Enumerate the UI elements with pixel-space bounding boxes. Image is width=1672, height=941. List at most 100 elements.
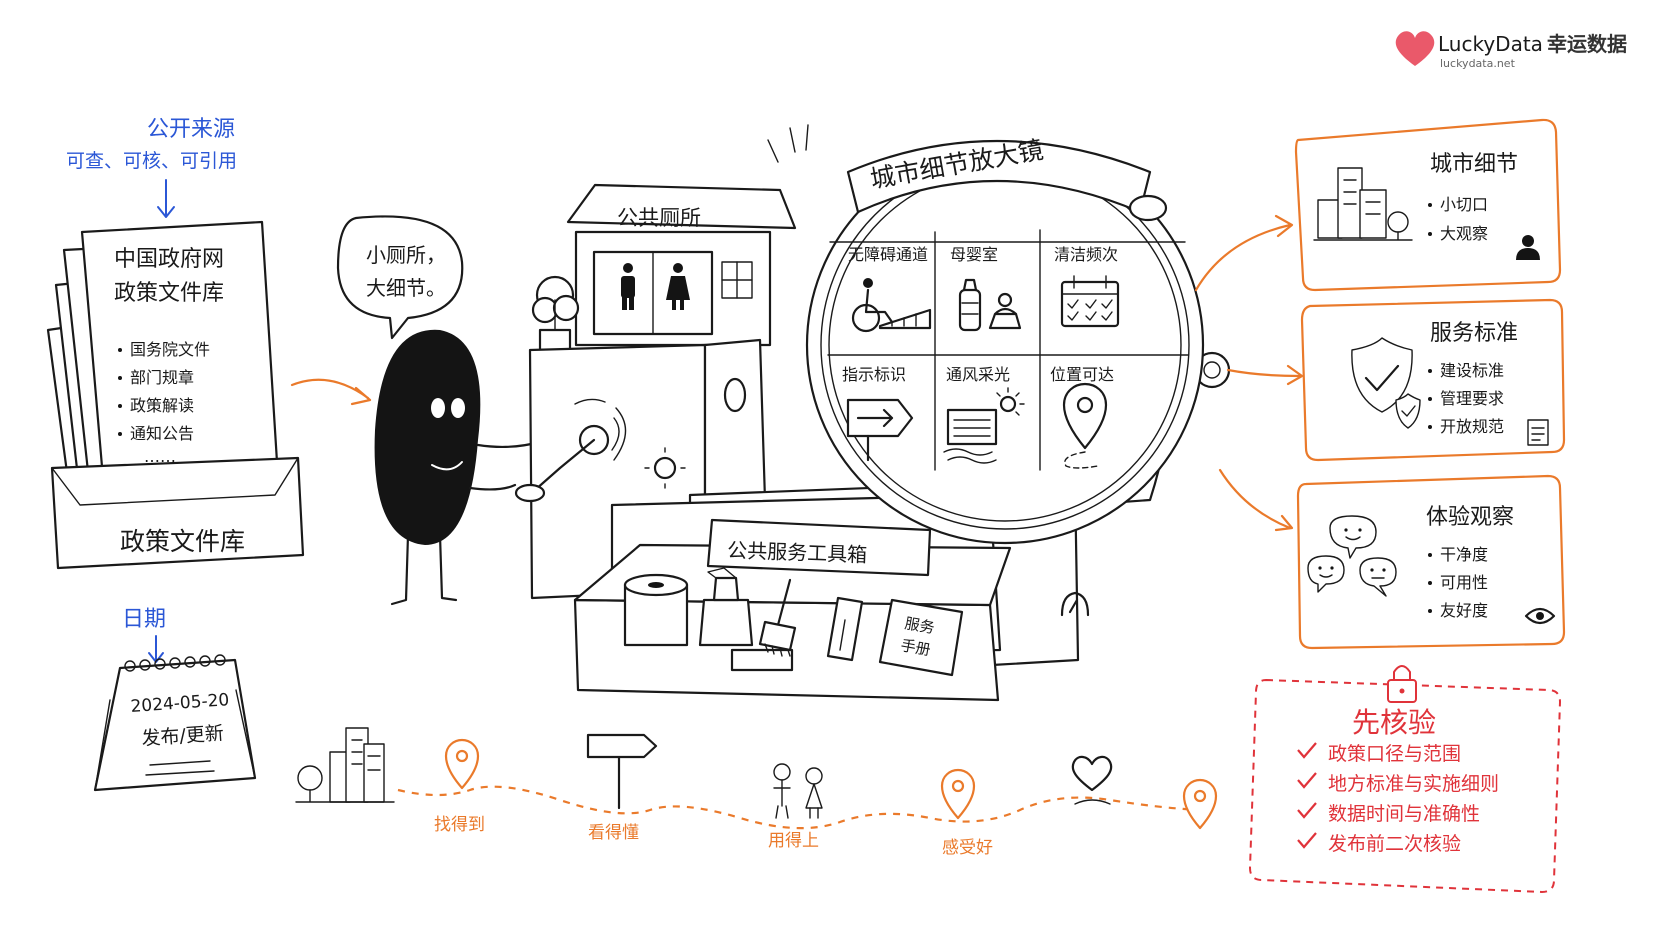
card-title: 服务标准 — [1430, 321, 1518, 346]
card-item: 大观察 — [1440, 224, 1488, 243]
verify-item: 发布前二次核验 — [1328, 833, 1461, 855]
down-arrow-icon — [148, 635, 164, 663]
source-annotation: 公开来源 可查、可核、可引用 — [66, 117, 237, 218]
lock-icon — [1387, 665, 1417, 703]
card-item: 友好度 — [1440, 601, 1488, 620]
plant-icon — [531, 275, 580, 352]
policy-library: 中国政府网 政策文件库 国务院文件 部门规章 政策解读 通知公告 …… 政策文件… — [46, 220, 305, 570]
date-section: 日期 2024-05-20 发布/更新 — [93, 607, 257, 792]
wheelchair-ramp-icon — [851, 278, 932, 333]
verify-item: 数据时间与准确性 — [1328, 803, 1480, 825]
policy-item-list: 国务院文件 部门规章 政策解读 通知公告 …… — [118, 340, 210, 466]
verify-item: 政策口径与范围 — [1328, 743, 1461, 765]
down-arrow-icon — [157, 179, 175, 218]
grid-label: 母婴室 — [950, 245, 998, 264]
policy-item: 部门规章 — [130, 368, 194, 387]
bean-character — [374, 329, 542, 606]
card-item: 小切口 — [1440, 195, 1488, 214]
path-step: 找得到 — [434, 815, 485, 835]
card-experience: 体验观察 干净度 可用性 友好度 — [1296, 474, 1566, 650]
city-icon — [295, 727, 395, 803]
library-box-label: 政策文件库 — [120, 527, 245, 556]
calendar-check-icon — [1060, 275, 1120, 328]
speech-bubble: 小厕所， 大细节。 — [336, 215, 464, 340]
verify-box: 先核验 政策口径与范围 地方标准与实施细则 数据时间与准确性 发布前二次核验 — [1248, 665, 1562, 894]
male-icon — [621, 263, 635, 310]
card-item: 建设标准 — [1440, 361, 1504, 380]
verify-item: 地方标准与实施细则 — [1328, 773, 1499, 795]
card-item: 可用性 — [1440, 573, 1488, 592]
baby-bottle-icon — [958, 278, 1022, 332]
brand-url: luckydata.net — [1440, 57, 1516, 70]
heart-logo-icon — [1395, 31, 1435, 67]
brand-logo[interactable]: LuckyData 幸运数据 luckydata.net — [1395, 31, 1627, 70]
grid-label: 指示标识 — [842, 365, 906, 384]
location-pin-icon — [1062, 382, 1108, 469]
path-step: 看得懂 — [588, 823, 639, 843]
magnifier: 城市细节放大镜 无障碍通道 母婴室 清洁频次 指示标识 通风采光 位置可达 — [767, 124, 1231, 545]
policy-item: 国务院文件 — [130, 340, 210, 359]
chat-faces-icon — [1307, 515, 1397, 597]
location-pin-icon — [444, 738, 480, 790]
crank-handle-icon — [514, 398, 627, 503]
people-icon — [773, 763, 823, 819]
flow-arrow-icon — [1194, 214, 1294, 292]
card-title: 城市细节 — [1430, 152, 1518, 177]
policy-ellipsis: …… — [144, 447, 176, 466]
heart-icon — [1071, 755, 1113, 805]
doc-title-line1: 中国政府网 — [114, 247, 224, 272]
source-subtitle: 可查、可核、可引用 — [66, 150, 237, 172]
flow-arrow-icon — [1218, 468, 1294, 532]
card-service-standard: 服务标准 建设标准 管理要求 开放规范 — [1300, 298, 1566, 462]
wrench-icon — [826, 596, 864, 662]
grid-label: 位置可达 — [1050, 365, 1114, 384]
library-box — [50, 456, 305, 570]
document-icon — [1527, 419, 1549, 446]
window-sun-icon — [943, 387, 1025, 464]
flow-arrow-icon — [290, 378, 372, 406]
brand-name: LuckyData — [1438, 32, 1543, 56]
person-icon — [1516, 235, 1540, 260]
service-manual-icon: 服务 手册 — [878, 598, 964, 677]
path-step: 用得上 — [768, 831, 819, 851]
city-icon — [1313, 167, 1413, 241]
knob-icon — [653, 456, 677, 480]
toilet-sign: 公共厕所 — [617, 206, 701, 230]
card-item: 管理要求 — [1440, 389, 1504, 408]
card-city-detail: 城市细节 小切口 大观察 — [1294, 118, 1562, 292]
location-pin-icon — [1182, 778, 1218, 830]
source-title: 公开来源 — [147, 117, 235, 142]
flow-arrow-icon — [1226, 364, 1304, 386]
location-pin-icon — [940, 768, 976, 820]
policy-item: 政策解读 — [130, 396, 194, 415]
female-icon — [666, 263, 690, 310]
speech-line1: 小厕所， — [366, 243, 446, 267]
toilet-paper-icon — [623, 573, 689, 647]
manual-line1: 服务 — [903, 614, 936, 637]
brush-icon — [758, 578, 797, 657]
grid-label: 无障碍通道 — [848, 245, 928, 264]
spray-bottle-icon — [698, 567, 754, 647]
card-item: 干净度 — [1440, 545, 1488, 564]
journey-path: 找得到 看得懂 用得上 感受好 — [295, 727, 1218, 858]
card-title: 体验观察 — [1426, 505, 1514, 530]
eye-icon — [1524, 607, 1556, 625]
toolbox-drawer: 公共服务工具箱 服务 手册 — [573, 518, 1012, 702]
arrow-sign-icon — [846, 398, 914, 462]
grid-label: 通风采光 — [946, 365, 1010, 384]
brand-cn-name: 幸运数据 — [1547, 32, 1627, 56]
manual-line2: 手册 — [899, 636, 932, 659]
signpost-icon — [586, 733, 658, 810]
doc-title-line2: 政策文件库 — [114, 281, 224, 306]
grid-label: 清洁频次 — [1054, 245, 1118, 264]
speech-line2: 大细节。 — [366, 276, 446, 300]
toolbox-label: 公共服务工具箱 — [727, 538, 868, 567]
calendar-rings — [124, 654, 226, 672]
path-step: 感受好 — [942, 838, 993, 858]
card-item: 开放规范 — [1440, 417, 1504, 436]
date-title: 日期 — [122, 607, 166, 632]
shield-check-icon — [1351, 337, 1421, 429]
policy-item: 通知公告 — [130, 424, 194, 443]
